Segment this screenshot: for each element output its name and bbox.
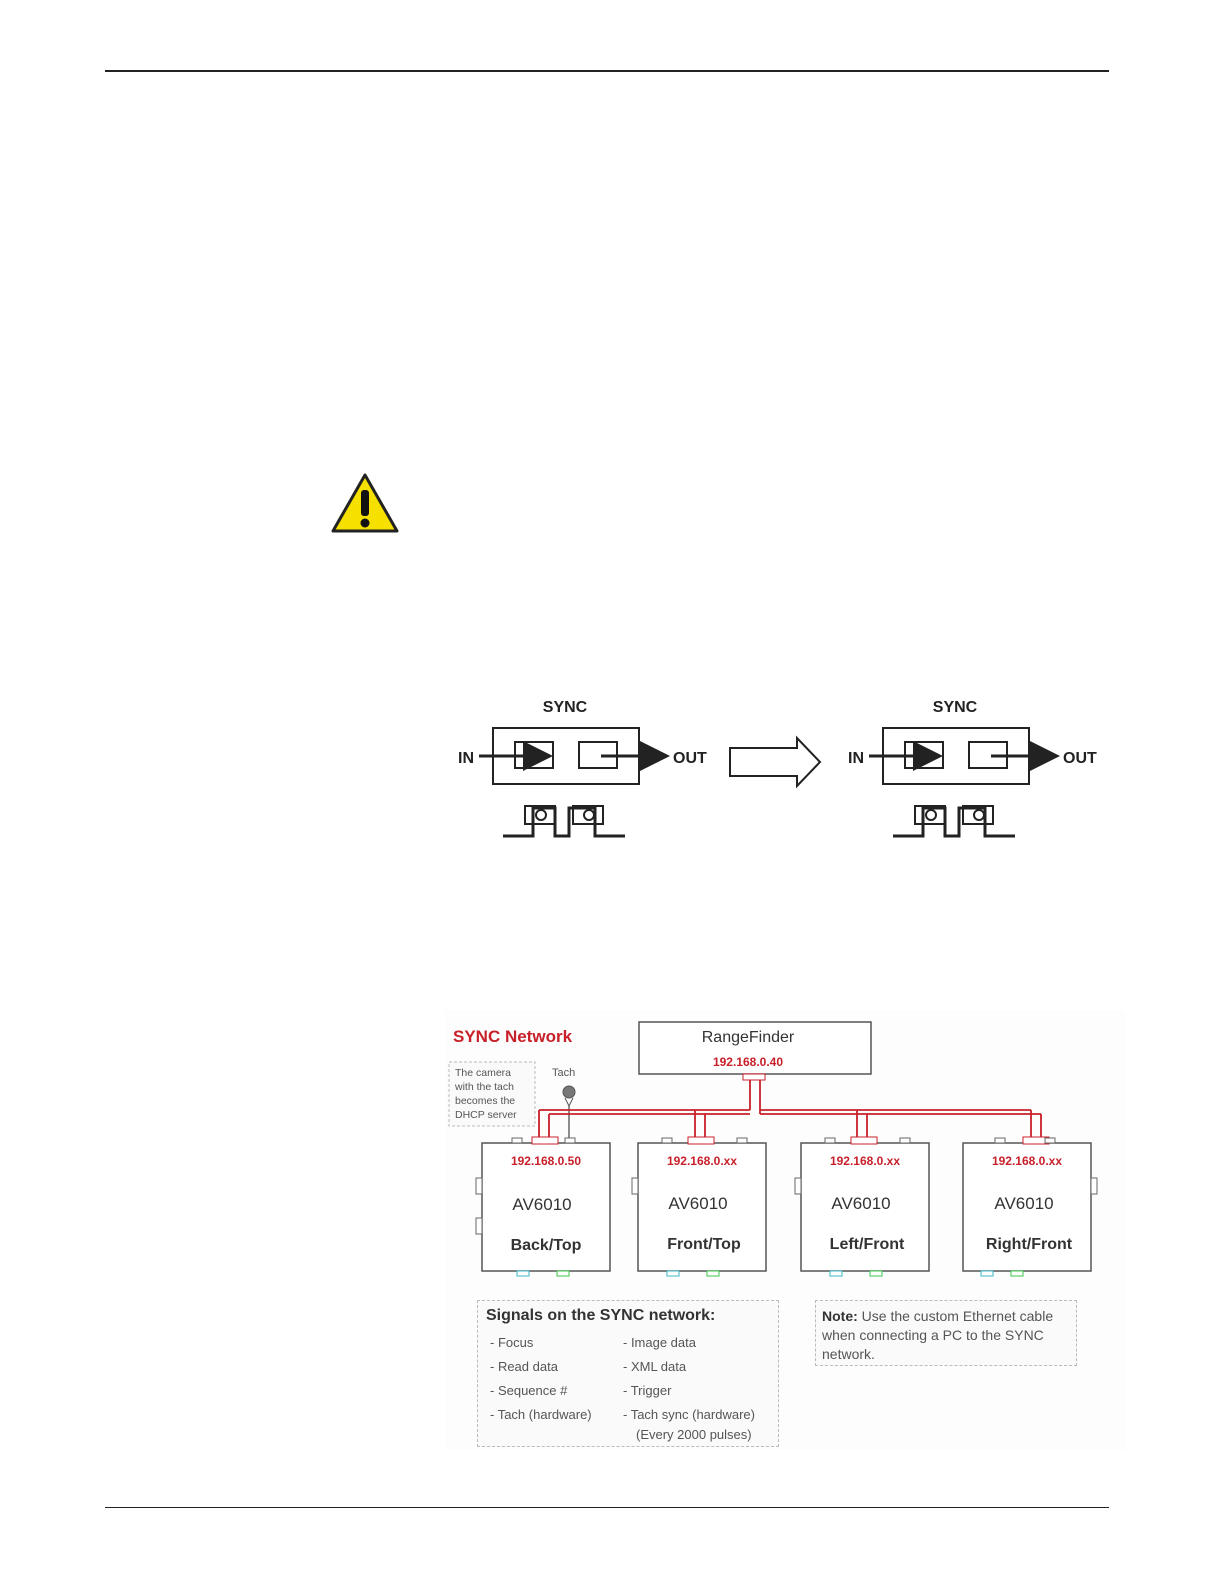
camera-model: AV6010: [512, 1195, 571, 1214]
signal-item: - Trigger: [623, 1383, 672, 1398]
camera-front-top: 192.168.0.xx AV6010 Front/Top: [631, 1136, 767, 1277]
signal-item: - Tach (hardware): [490, 1407, 592, 1422]
signal-item-note: (Every 2000 pulses): [636, 1427, 752, 1442]
signal-item: - Tach sync (hardware): [623, 1407, 755, 1422]
signal-item: - XML data: [623, 1359, 687, 1374]
camera-right-front: 192.168.0.xx AV6010 Right/Front: [962, 1136, 1098, 1277]
header-rule: [105, 70, 1109, 72]
camera-left-front: 192.168.0.xx AV6010 Left/Front: [794, 1136, 930, 1277]
camera-model: AV6010: [668, 1194, 727, 1213]
in-label-right: IN: [848, 750, 864, 767]
camera-ip: 192.168.0.xx: [992, 1154, 1062, 1168]
warning-triangle-icon: [331, 473, 399, 533]
sync-in-out-diagram: SYNC IN OUT SYNC IN OUT: [458, 699, 1097, 838]
camera-ip: 192.168.0.xx: [667, 1154, 737, 1168]
camera-note-line-2: with the tach: [454, 1081, 514, 1093]
note-label: Note:: [822, 1308, 858, 1324]
rangefinder-ip: 192.168.0.40: [713, 1055, 783, 1069]
signal-item: - Sequence #: [490, 1383, 568, 1398]
rangefinder-label: RangeFinder: [702, 1029, 795, 1046]
camera-back-top: 192.168.0.50 AV6010 Back/Top: [475, 1136, 611, 1277]
camera-ip: 192.168.0.50: [511, 1154, 581, 1168]
camera-note-line-1: The camera: [455, 1067, 511, 1079]
in-label-left: IN: [458, 750, 474, 767]
sync-title-left: SYNC: [543, 699, 588, 716]
transition-arrow-icon: [729, 735, 822, 789]
camera-model: AV6010: [994, 1194, 1053, 1213]
ethernet-note-box: Note: Use the custom Ethernet cable when…: [815, 1300, 1077, 1366]
footer-rule: [105, 1507, 1109, 1508]
camera-position: Front/Top: [667, 1236, 741, 1253]
camera-ip: 192.168.0.xx: [830, 1154, 900, 1168]
network-title: SYNC Network: [453, 1027, 573, 1046]
sync-module-left: SYNC IN OUT: [458, 699, 707, 838]
signal-item: - Image data: [623, 1335, 696, 1350]
camera-note-line-3: becomes the: [455, 1095, 515, 1107]
tach-sensor-icon: [562, 1085, 576, 1099]
camera-position: Left/Front: [830, 1236, 905, 1253]
signals-title: Signals on the SYNC network:: [486, 1307, 716, 1324]
rangefinder-box: RangeFinder 192.168.0.40: [638, 1021, 872, 1081]
camera-model: AV6010: [831, 1194, 890, 1213]
camera-position: Right/Front: [986, 1236, 1073, 1253]
tach-label: Tach: [552, 1067, 575, 1079]
camera-note-line-4: DHCP server: [455, 1109, 517, 1121]
out-label-right: OUT: [1063, 750, 1097, 767]
signals-box: Signals on the SYNC network: - Focus - R…: [477, 1300, 779, 1447]
note-text: Use the custom Ethernet cable when conne…: [822, 1308, 1054, 1362]
sync-network-diagram: SYNC Network The camera with the tach be…: [445, 1010, 1125, 1450]
camera-position: Back/Top: [511, 1237, 582, 1254]
sync-title-right: SYNC: [933, 699, 978, 716]
signal-item: - Read data: [490, 1359, 558, 1374]
out-label-left: OUT: [673, 750, 707, 767]
sync-module-right: SYNC IN OUT: [848, 699, 1097, 838]
ethernet-note: Note: Use the custom Ethernet cable when…: [822, 1307, 1070, 1364]
signal-item: - Focus: [490, 1335, 534, 1350]
